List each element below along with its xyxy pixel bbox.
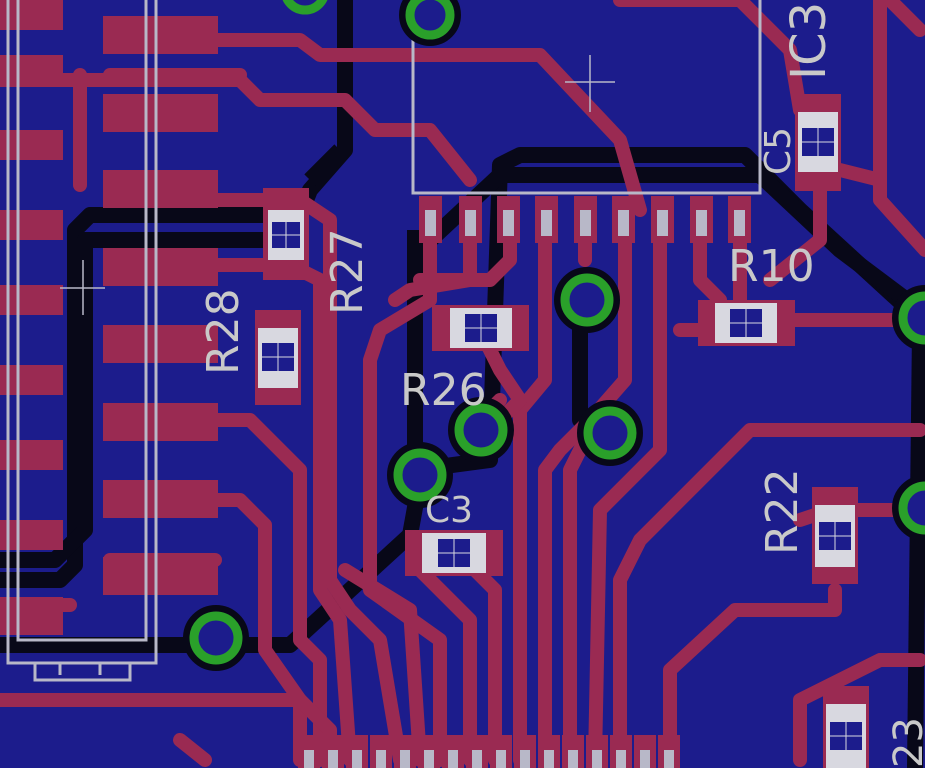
component-r22[interactable] xyxy=(812,487,858,584)
connector-outline xyxy=(6,0,158,682)
label-ic3: IC3 xyxy=(781,2,837,80)
vias xyxy=(183,0,925,671)
label-r26: R26 xyxy=(400,365,487,416)
component-r28[interactable] xyxy=(255,310,301,405)
label-c5: C5 xyxy=(758,127,799,175)
component-r27[interactable] xyxy=(263,188,309,280)
ic3-pin-markers xyxy=(425,210,745,236)
label-r23: 23 xyxy=(886,717,925,768)
label-r27: R27 xyxy=(322,228,373,315)
ic3-outline xyxy=(411,0,762,195)
component-r26[interactable] xyxy=(432,305,529,351)
component-r10[interactable] xyxy=(698,300,795,346)
label-r10: R10 xyxy=(728,241,815,292)
bottom-connector-markers xyxy=(304,750,674,768)
component-c5[interactable] xyxy=(795,94,841,191)
component-r23[interactable] xyxy=(823,686,869,768)
label-r22: R22 xyxy=(757,468,808,555)
component-c3[interactable] xyxy=(405,530,503,576)
label-r28: R28 xyxy=(198,288,249,375)
connector-pads xyxy=(0,0,218,635)
label-c3: C3 xyxy=(425,490,473,531)
